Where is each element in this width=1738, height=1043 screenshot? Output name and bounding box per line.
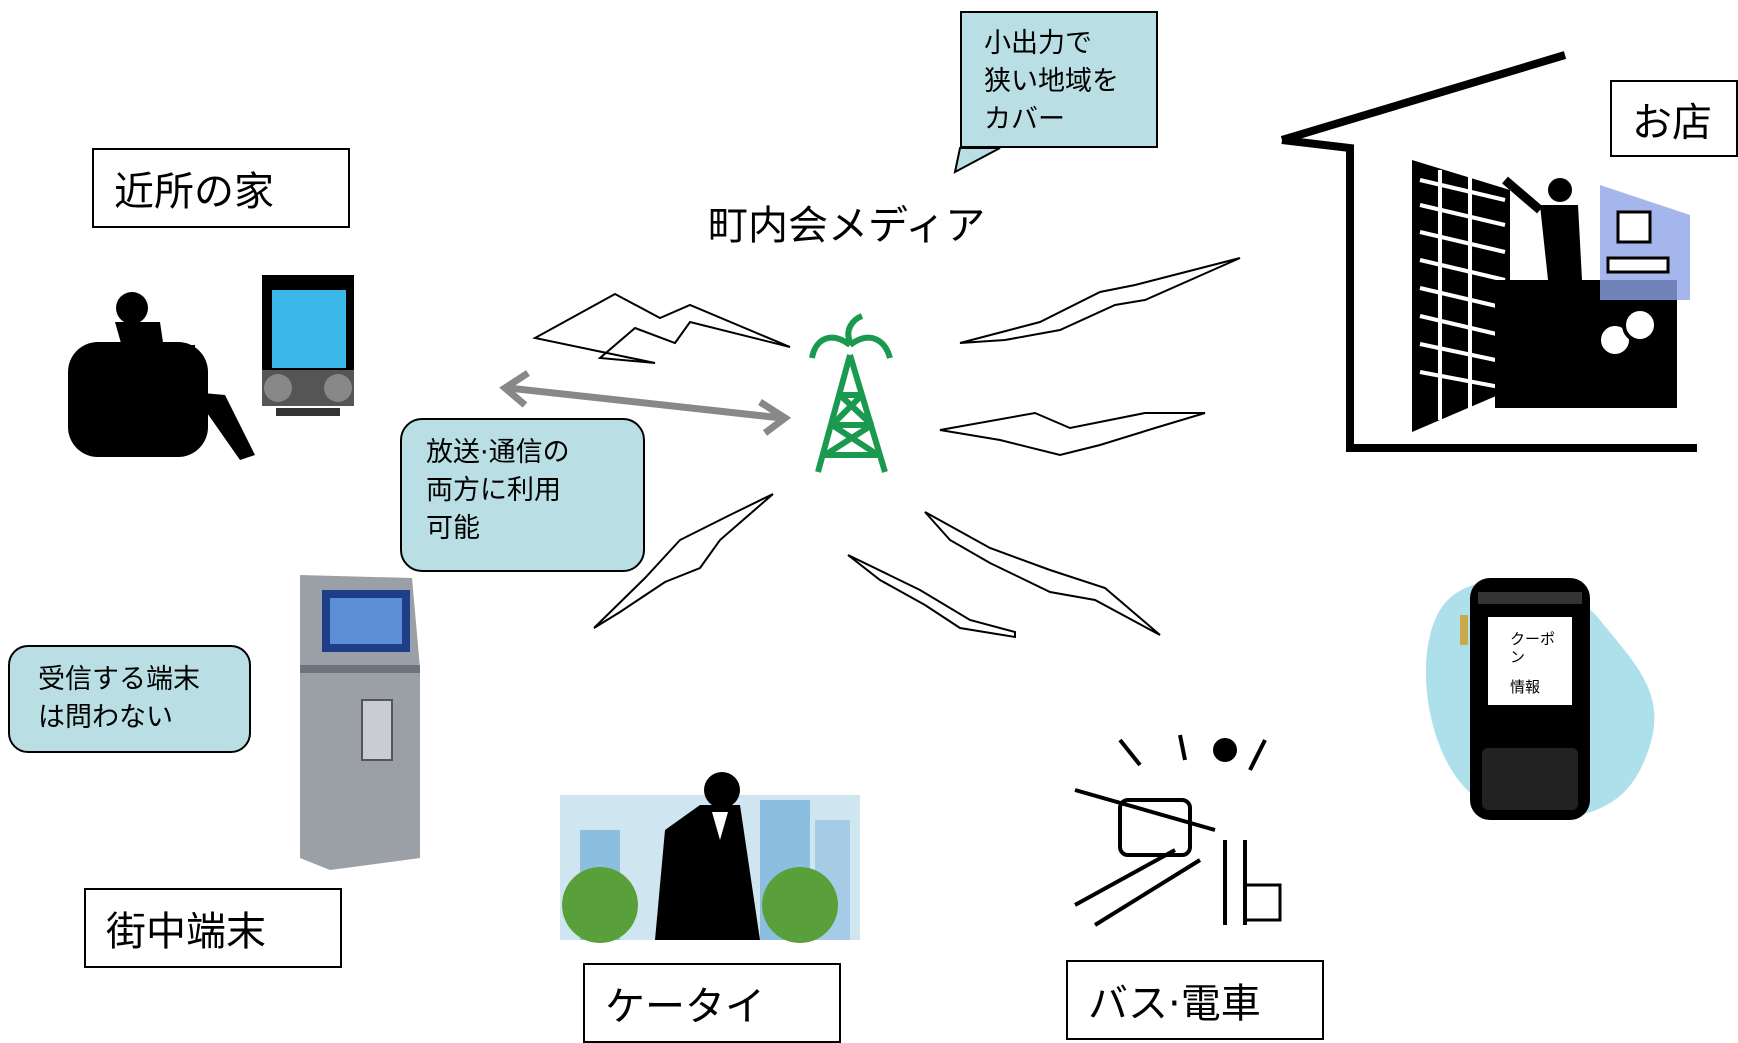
kiosk-icon bbox=[300, 575, 420, 870]
transit-icon bbox=[1074, 734, 1282, 927]
phone-screen-line2: 情報 bbox=[1510, 678, 1541, 696]
home-viewer-icon bbox=[68, 275, 354, 460]
signal-bolt bbox=[924, 511, 1161, 636]
phone-screen-line1: クーポ ン bbox=[1510, 630, 1556, 666]
signal-bolt bbox=[847, 554, 1016, 639]
signal-bolt bbox=[959, 257, 1241, 344]
mobile-user-icon bbox=[560, 772, 860, 943]
diagram-title: 町内会メディア bbox=[708, 203, 986, 249]
label-mobile: ケータイ bbox=[583, 963, 841, 1043]
radio-tower-icon bbox=[809, 313, 893, 473]
label-kiosk: 街中端末 bbox=[84, 888, 342, 968]
label-shop: お店 bbox=[1610, 80, 1738, 157]
signal-bolt bbox=[532, 292, 791, 364]
signal-bolt bbox=[593, 493, 774, 629]
label-transit: バス·電車 bbox=[1066, 960, 1324, 1040]
label-home: 近所の家 bbox=[92, 148, 350, 228]
callout-any-device: 受信する端末 は問わない bbox=[8, 645, 251, 753]
coupon-phone-icon bbox=[1425, 578, 1655, 820]
signal-bolts bbox=[532, 257, 1241, 639]
two-way-arrow bbox=[499, 370, 792, 436]
callout-low-power: 小出力で 狭い地域を カバー bbox=[960, 11, 1158, 148]
signal-bolt bbox=[939, 411, 1206, 457]
callout-two-way: 放送·通信の 両方に利用 可能 bbox=[400, 418, 645, 572]
shop-house-icon bbox=[1280, 51, 1697, 452]
